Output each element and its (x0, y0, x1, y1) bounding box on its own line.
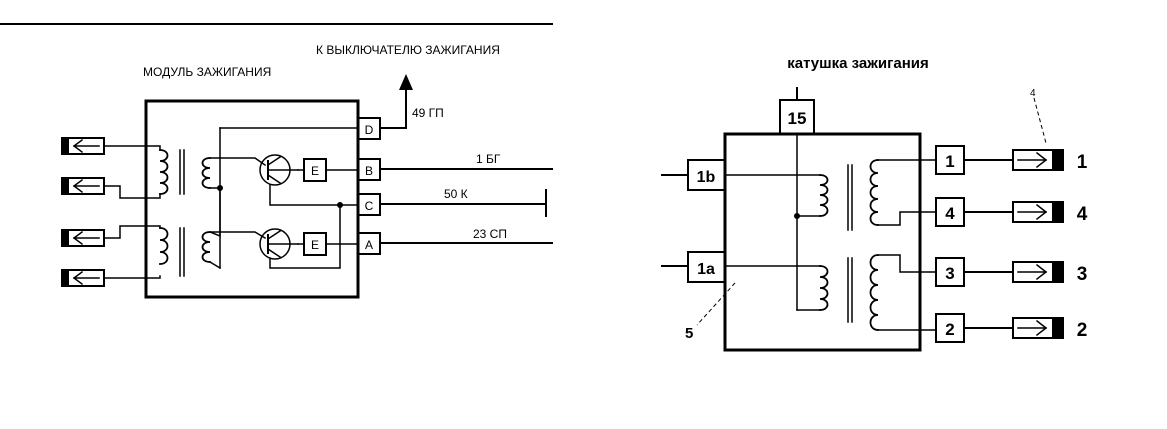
junction-dot (217, 185, 223, 191)
driver-box-lower (303, 232, 327, 256)
plug-connector-4 (61, 269, 105, 287)
module-internal-wiring (208, 127, 359, 270)
plug-wires (103, 145, 161, 279)
driver-label-lower: E (311, 238, 319, 252)
callout-top-label: 4 (1030, 88, 1036, 99)
plug-connector-1 (61, 137, 105, 155)
plug-label-4: 4 (1077, 204, 1088, 225)
callout-5-label: 5 (685, 325, 693, 342)
driver-label-upper: E (311, 164, 319, 178)
transistor-upper (259, 154, 299, 186)
terminal-c-label: C (365, 199, 374, 213)
terminal-d-label: D (365, 123, 374, 137)
external-lines (379, 87, 553, 244)
terminal-a-label: A (365, 238, 373, 252)
line-label-23sp: 23 СП (473, 227, 507, 241)
terminal-1a (687, 251, 726, 283)
switch-label: К ВЫКЛЮЧАТЕЛЮ ЗАЖИГАНИЯ (316, 43, 500, 57)
terminal-1a-label: 1a (697, 261, 715, 278)
coil-cores (847, 164, 853, 323)
module-title: МОДУЛЬ ЗАЖИГАНИЯ (143, 65, 271, 79)
transistor-lower (259, 228, 299, 260)
callout-line-top (1033, 97, 1047, 144)
terminal-1b-label: 1b (697, 169, 716, 186)
plug-label-3: 3 (1077, 264, 1088, 285)
output-terminal-4-label: 4 (945, 204, 955, 223)
terminal-15-label: 15 (788, 109, 807, 128)
plug-connector-out-2 (1012, 317, 1064, 339)
callout-line-5 (696, 282, 736, 326)
line-label-50k: 50 К (444, 187, 468, 201)
output-terminal-2-label: 2 (945, 320, 954, 339)
coil-primary-lower (819, 265, 829, 311)
junction-dot (337, 202, 343, 208)
plug-connector-out-1 (1012, 149, 1064, 171)
driver-box-upper (303, 158, 327, 182)
secondary-coil-lower (159, 227, 169, 265)
coil-primary-upper (819, 174, 829, 217)
terminal-b-label: B (365, 164, 373, 178)
output-terminal-3-label: 3 (945, 264, 954, 283)
coil-secondary-upper (869, 159, 879, 226)
plug-connector-out-4 (1012, 201, 1064, 223)
plug-label-1: 1 (1077, 152, 1088, 173)
line-label-1bg: 1 БГ (476, 152, 501, 166)
primary-coil-lower (201, 231, 211, 263)
secondary-coil-upper (159, 149, 169, 195)
plug-connector-3 (61, 229, 105, 247)
plug-connector-out-3 (1012, 261, 1064, 283)
output-terminal-1-label: 1 (945, 152, 954, 171)
plug-label-2: 2 (1077, 320, 1088, 341)
line-label-49: 49 ГП (412, 106, 444, 120)
coil-secondary-wiring (877, 159, 937, 331)
plug-connector-2 (61, 177, 105, 195)
output-wires (963, 159, 1014, 329)
coil-secondary-lower (869, 254, 879, 331)
coil-internal-wiring (724, 133, 821, 311)
coil-box (723, 132, 922, 352)
transformer-cores (179, 149, 185, 277)
primary-coil-upper (201, 157, 211, 189)
arrow-up-icon (399, 74, 413, 90)
coil-title: катушка зажигания (787, 55, 929, 72)
junction-dot (794, 213, 800, 219)
